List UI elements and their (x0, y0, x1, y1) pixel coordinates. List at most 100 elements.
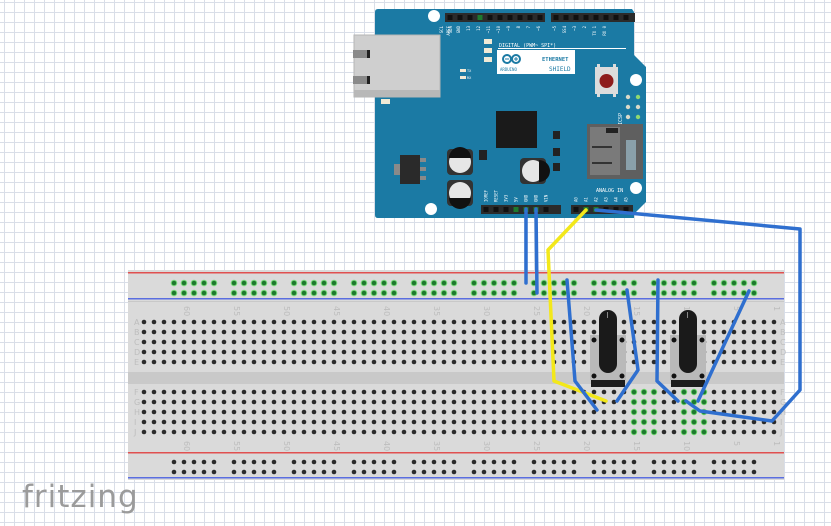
breadboard-hole[interactable] (561, 359, 567, 365)
breadboard-hole[interactable] (421, 319, 427, 325)
breadboard-hole[interactable] (471, 429, 477, 435)
power-rail-hole[interactable] (171, 469, 177, 475)
breadboard-hole[interactable] (441, 399, 447, 405)
breadboard-hole[interactable] (491, 349, 497, 355)
power-rail-hole[interactable] (301, 459, 307, 465)
power-rail-hole[interactable] (751, 459, 757, 465)
breadboard-hole[interactable] (661, 399, 667, 405)
breadboard-hole[interactable] (401, 329, 407, 335)
breadboard-hole[interactable] (331, 419, 337, 425)
breadboard-hole[interactable] (331, 329, 337, 335)
breadboard-hole[interactable] (181, 409, 187, 415)
breadboard-hole[interactable] (331, 319, 337, 325)
power-rail-hole[interactable] (671, 459, 677, 465)
breadboard-hole[interactable] (541, 399, 547, 405)
breadboard-hole[interactable] (461, 349, 467, 355)
breadboard-hole[interactable] (351, 349, 357, 355)
breadboard-hole[interactable] (741, 349, 747, 355)
wire-a2[interactable] (594, 208, 802, 423)
header-pin[interactable] (483, 207, 489, 212)
breadboard-hole[interactable] (141, 339, 147, 345)
wire-a1-yellow[interactable] (546, 208, 608, 403)
breadboard-hole[interactable] (281, 389, 287, 395)
power-rail-hole[interactable] (381, 469, 387, 475)
breadboard-hole[interactable] (241, 319, 247, 325)
breadboard-hole[interactable] (381, 399, 387, 405)
breadboard-hole[interactable] (451, 329, 457, 335)
breadboard-hole[interactable] (331, 429, 337, 435)
header-pin[interactable] (497, 15, 503, 20)
breadboard-hole[interactable] (681, 409, 687, 415)
power-rail-hole[interactable] (391, 469, 397, 475)
breadboard-hole[interactable] (751, 399, 757, 405)
breadboard-hole[interactable] (701, 329, 707, 335)
breadboard-hole[interactable] (341, 319, 347, 325)
power-rail-hole[interactable] (411, 459, 417, 465)
breadboard-hole[interactable] (571, 399, 577, 405)
breadboard-hole[interactable] (211, 399, 217, 405)
breadboard-hole[interactable] (711, 389, 717, 395)
breadboard-hole[interactable] (371, 359, 377, 365)
power-rail-hole[interactable] (681, 290, 687, 296)
power-rail-hole[interactable] (181, 290, 187, 296)
breadboard-hole[interactable] (161, 429, 167, 435)
power-rail-hole[interactable] (661, 280, 667, 286)
breadboard-hole[interactable] (471, 329, 477, 335)
breadboard-hole[interactable] (621, 399, 627, 405)
breadboard-hole[interactable] (291, 329, 297, 335)
power-rail-hole[interactable] (751, 290, 757, 296)
breadboard-hole[interactable] (751, 319, 757, 325)
breadboard-hole[interactable] (181, 319, 187, 325)
power-rail-hole[interactable] (331, 280, 337, 286)
header-pin[interactable] (487, 15, 493, 20)
breadboard-hole[interactable] (181, 349, 187, 355)
breadboard-hole[interactable] (141, 319, 147, 325)
power-rail-hole[interactable] (501, 469, 507, 475)
power-rail-hole[interactable] (211, 459, 217, 465)
breadboard-hole[interactable] (211, 329, 217, 335)
breadboard-hole[interactable] (381, 339, 387, 345)
power-rail-hole[interactable] (321, 469, 327, 475)
header-pin[interactable] (603, 15, 609, 20)
breadboard-hole[interactable] (491, 389, 497, 395)
breadboard-hole[interactable] (261, 429, 267, 435)
breadboard-hole[interactable] (691, 409, 697, 415)
breadboard-hole[interactable] (141, 349, 147, 355)
breadboard-hole[interactable] (261, 389, 267, 395)
power-rail-hole[interactable] (231, 280, 237, 286)
breadboard-hole[interactable] (701, 399, 707, 405)
breadboard-hole[interactable] (641, 409, 647, 415)
breadboard-hole[interactable] (651, 349, 657, 355)
breadboard-hole[interactable] (181, 339, 187, 345)
breadboard-hole[interactable] (181, 429, 187, 435)
breadboard-hole[interactable] (331, 339, 337, 345)
breadboard-hole[interactable] (401, 429, 407, 435)
breadboard-hole[interactable] (431, 359, 437, 365)
power-rail-hole[interactable] (201, 290, 207, 296)
breadboard-hole[interactable] (271, 349, 277, 355)
breadboard-hole[interactable] (581, 329, 587, 335)
breadboard-hole[interactable] (151, 419, 157, 425)
breadboard-hole[interactable] (191, 409, 197, 415)
power-rail-hole[interactable] (361, 280, 367, 286)
breadboard-hole[interactable] (291, 319, 297, 325)
breadboard-hole[interactable] (391, 429, 397, 435)
power-rail-hole[interactable] (541, 280, 547, 286)
power-rail-hole[interactable] (331, 469, 337, 475)
breadboard-hole[interactable] (541, 419, 547, 425)
breadboard-hole[interactable] (141, 389, 147, 395)
breadboard-hole[interactable] (531, 409, 537, 415)
breadboard-hole[interactable] (291, 409, 297, 415)
breadboard-hole[interactable] (291, 349, 297, 355)
power-rail-hole[interactable] (191, 469, 197, 475)
breadboard-hole[interactable] (191, 339, 197, 345)
breadboard-hole[interactable] (501, 339, 507, 345)
power-rail-hole[interactable] (571, 469, 577, 475)
breadboard-hole[interactable] (601, 429, 607, 435)
breadboard-hole[interactable] (201, 319, 207, 325)
breadboard-hole[interactable] (561, 319, 567, 325)
power-rail-hole[interactable] (351, 280, 357, 286)
breadboard-hole[interactable] (411, 329, 417, 335)
power-rail-hole[interactable] (331, 459, 337, 465)
breadboard-hole[interactable] (411, 429, 417, 435)
